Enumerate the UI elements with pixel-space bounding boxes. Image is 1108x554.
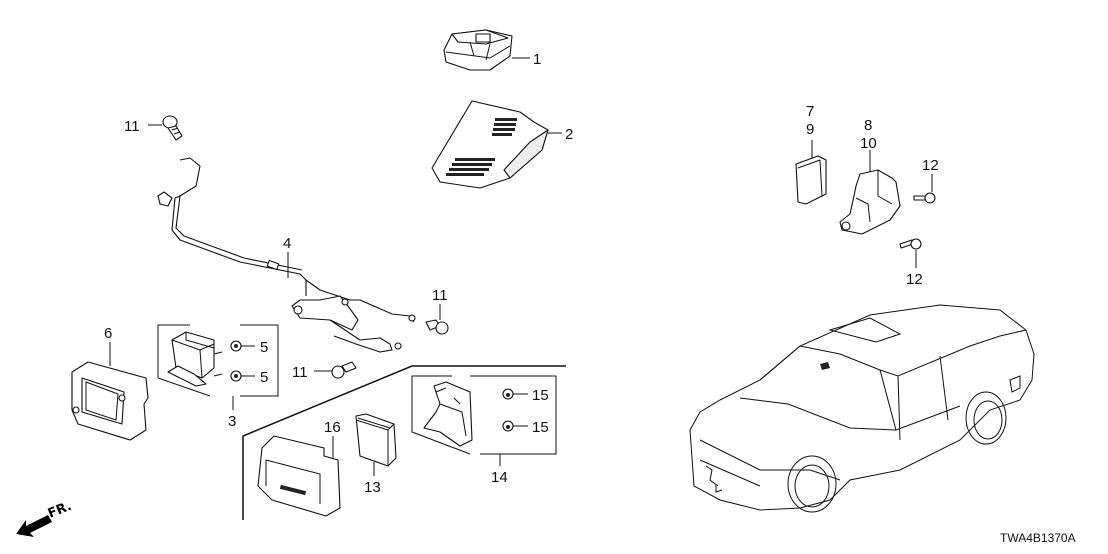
part-11-bolt-right[interactable] — [425, 319, 449, 335]
part-2-camera-cover[interactable] — [431, 100, 549, 189]
callout-15b: 15 — [532, 419, 549, 436]
callout-11a: 11 — [124, 118, 140, 135]
callout-6: 6 — [104, 325, 112, 342]
vehicle-location-illustration — [689, 304, 1035, 513]
arrow-left-down-icon — [16, 515, 52, 537]
part-5-nut-upper[interactable] — [230, 340, 242, 352]
callout-11b: 11 — [432, 287, 448, 304]
vent-grille-upper — [492, 118, 517, 136]
group-3-boundary — [157, 324, 279, 397]
vent-grille-lower — [446, 158, 495, 176]
part-6-radar-bracket-cover[interactable] — [71, 361, 149, 441]
part-11-bolt-lower[interactable] — [331, 361, 357, 379]
callout-8: 8 — [864, 117, 872, 134]
callout-3: 3 — [228, 413, 236, 430]
part-16-radar-cover[interactable] — [257, 435, 341, 517]
callout-5b: 5 — [260, 369, 268, 386]
part-1-camera-unit[interactable] — [443, 29, 513, 71]
part-3-radar-unit[interactable] — [167, 331, 223, 387]
part-8-10-mirror-bracket[interactable] — [839, 169, 901, 235]
part-12-screw-upper[interactable] — [913, 192, 936, 204]
part-11-bolt-upper[interactable] — [162, 115, 183, 141]
part-4-wire-harness[interactable] — [157, 157, 416, 353]
callout-14: 14 — [491, 469, 508, 486]
part-13-radar-sensor[interactable] — [355, 413, 397, 467]
callout-4: 4 — [283, 235, 291, 252]
callout-1: 1 — [533, 51, 541, 68]
part-12-screw-lower[interactable] — [899, 238, 922, 250]
variant-divider-line — [242, 365, 566, 520]
front-direction-indicator: FR. — [16, 499, 74, 537]
callout-13: 13 — [364, 479, 381, 496]
part-15-clip-upper[interactable] — [502, 388, 514, 400]
part-5-nut-lower[interactable] — [230, 370, 242, 382]
diagram-code: TWA4B1370A — [1000, 531, 1076, 545]
callout-15a: 15 — [532, 387, 549, 404]
callout-7: 7 — [806, 103, 814, 120]
callout-2: 2 — [565, 126, 573, 143]
callout-16: 16 — [324, 419, 341, 436]
part-7-9-sensor-pad[interactable] — [795, 155, 827, 205]
group-14-boundary — [411, 375, 557, 455]
part-15-clip-lower[interactable] — [502, 420, 514, 432]
callout-11c: 11 — [292, 364, 308, 381]
callout-12b: 12 — [906, 271, 923, 288]
callout-12a: 12 — [922, 157, 939, 174]
callout-5a: 5 — [260, 339, 268, 356]
fr-label: FR. — [46, 499, 74, 522]
callout-10: 10 — [860, 135, 877, 152]
part-14-bracket[interactable] — [423, 381, 473, 447]
callout-9: 9 — [806, 121, 814, 138]
